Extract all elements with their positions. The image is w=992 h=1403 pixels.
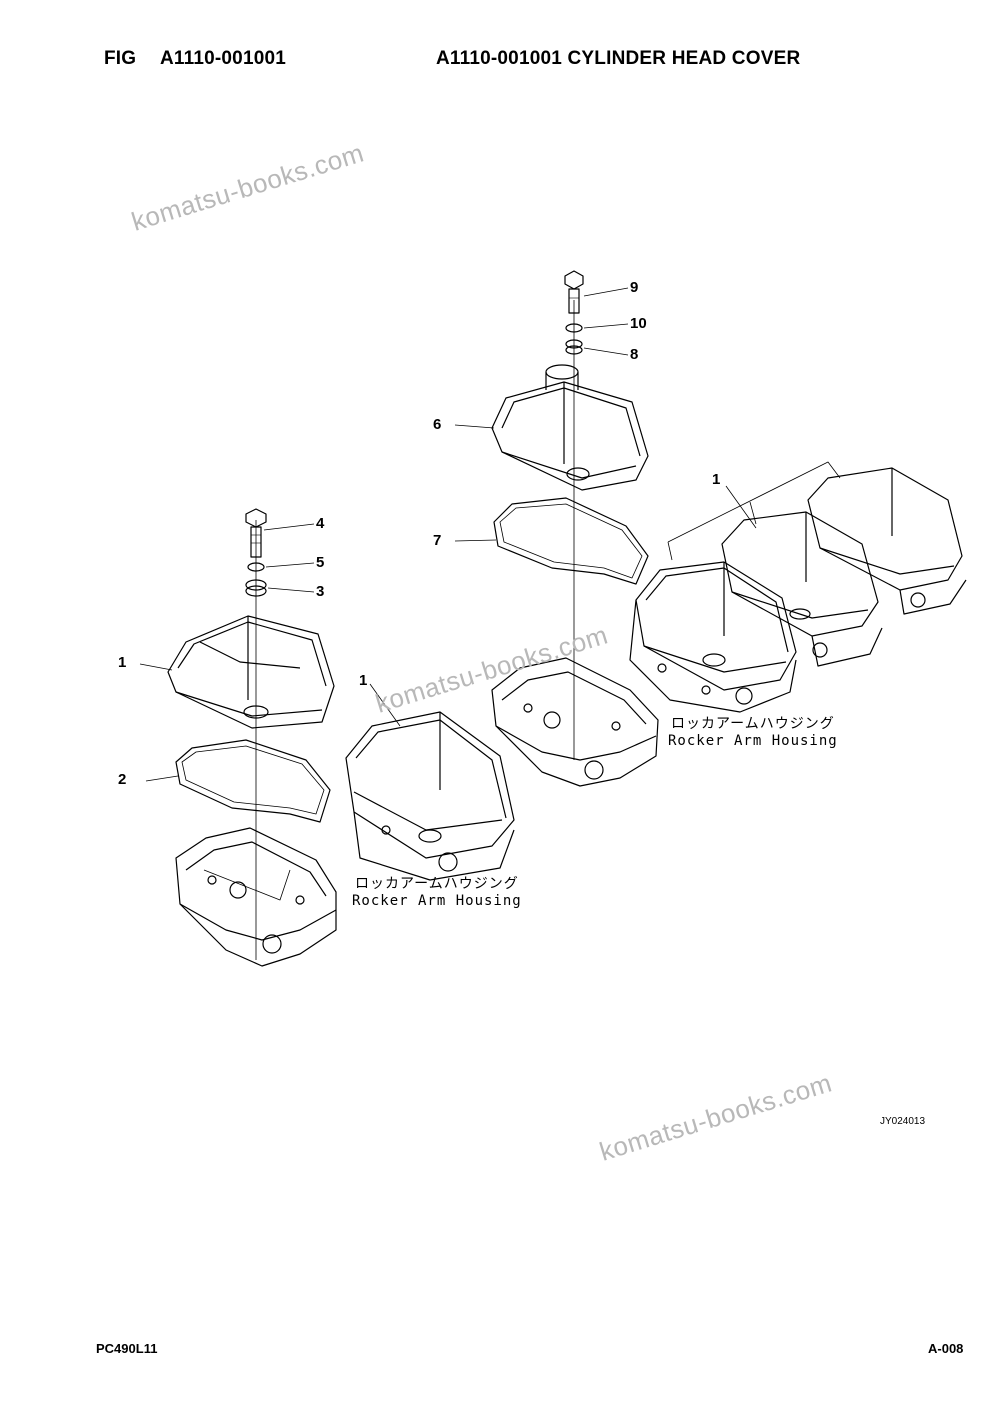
callout-8-grommet: 8 [630, 346, 639, 363]
center-assembly [491, 270, 659, 787]
middle-assembly [345, 711, 515, 881]
housing-label-right-jp: ロッカアームハウジング [670, 716, 835, 732]
left-assembly [167, 508, 337, 967]
cover-part-6 [491, 364, 649, 491]
callout-9-bolt: 9 [630, 279, 639, 296]
housing-label-right-en: Rocker Arm Housing [668, 733, 838, 749]
callout-5-washer: 5 [316, 554, 325, 571]
right-assembly [629, 461, 967, 713]
leader-lines [139, 287, 757, 782]
callout-2-gasket: 2 [118, 771, 127, 788]
callout-6-cover: 6 [433, 416, 442, 433]
bolt-part-4 [245, 508, 267, 558]
washer-part-5 [247, 562, 265, 572]
figure-title: A1110-001001 CYLINDER HEAD COVER [436, 48, 801, 69]
callout-1-left-cover: 1 [118, 654, 127, 671]
callout-10-washer: 10 [630, 315, 647, 332]
drawing-reference: JY024013 [880, 1116, 926, 1127]
cover-part-1-left [167, 615, 335, 729]
rocker-arm-housing-left [175, 827, 337, 967]
callout-1-middle-cover: 1 [359, 672, 368, 689]
callout-4-bolt: 4 [316, 515, 325, 532]
model-number: PC490L11 [96, 1341, 158, 1356]
page-number: A-008 [928, 1341, 964, 1356]
figure-label: FIG [104, 48, 137, 69]
housing-label-middle: ロッカアームハウジング Rocker Arm Housing [352, 876, 522, 910]
housing-label-middle-en: Rocker Arm Housing [352, 893, 522, 909]
washer-part-10 [565, 323, 583, 333]
gasket-part-7 [493, 497, 649, 585]
bolt-part-9 [564, 270, 584, 314]
gasket-part-2 [175, 739, 331, 823]
callout-1-right-covers: 1 [712, 471, 721, 488]
callout-7-gasket: 7 [433, 532, 442, 549]
callout-3-grommet: 3 [316, 583, 325, 600]
figure-code: A1110-001001 [160, 48, 287, 69]
grommet-part-8 [565, 339, 583, 355]
grommet-part-3 [245, 579, 267, 597]
rocker-arm-housing-center [491, 657, 659, 787]
housing-label-right: ロッカアームハウジング Rocker Arm Housing [668, 716, 838, 750]
housing-label-middle-jp: ロッカアームハウジング [354, 876, 519, 892]
